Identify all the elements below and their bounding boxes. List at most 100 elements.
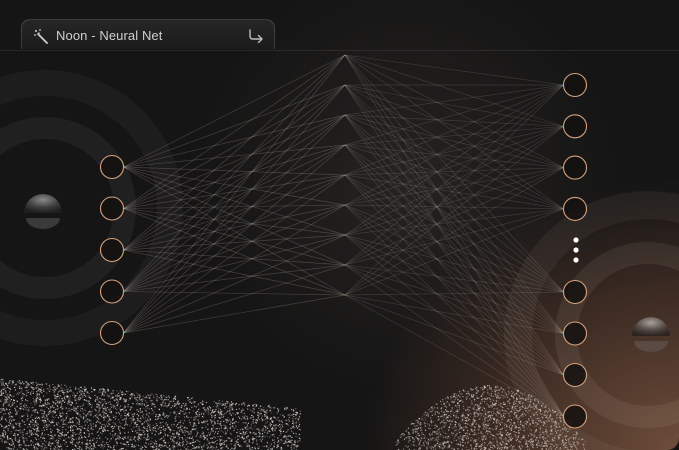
share-arrow-icon[interactable] [248,29,264,43]
connection-line [344,144,564,168]
connection-line [344,114,564,210]
connection-line [344,54,564,376]
connection-line [344,54,564,417]
input-node [99,279,125,304]
connection-line [344,144,564,417]
connection-line [123,54,346,251]
connection-line [344,84,564,116]
connection-line [123,54,346,168]
connection-line [344,294,564,376]
connection-line [123,54,346,209]
magic-wand-icon [34,29,48,44]
connection-line [344,174,564,376]
connection-line [123,264,346,334]
connection-line [344,167,564,176]
connection-line [344,208,564,266]
connection-line [123,264,346,292]
connection-line [344,294,564,334]
connection-line [123,166,346,236]
connection-line [344,167,564,206]
connection-line [123,208,346,296]
connection-line [123,84,346,292]
connection-line [344,54,564,86]
connection-line [123,204,346,251]
connection-line [344,84,564,376]
connection-line [344,126,564,296]
connection-line [123,166,346,206]
connection-line [123,84,346,334]
connection-line [123,294,346,334]
connection-line [123,174,346,251]
window-title: Noon - Neural Net [56,28,163,43]
connection-line [344,114,564,417]
connection-line [344,167,564,236]
grain-texture [0,378,586,450]
network-nodes [99,72,588,429]
connection-line [123,144,346,334]
connection-line [344,54,564,293]
connection-line [344,126,564,266]
connection-line [344,204,564,210]
connection-line [344,174,564,293]
connection-line [123,208,346,236]
connection-line [344,114,564,334]
right-sphere [632,317,670,352]
title-pill[interactable]: Noon - Neural Net [21,19,275,49]
output-node [562,404,588,429]
output-node [562,362,588,388]
connection-line [123,174,346,334]
connection-line [123,54,346,334]
connection-line [344,84,564,127]
connection-line [344,125,564,236]
connection-line [123,166,346,176]
connection-line [344,54,564,334]
output-ellipsis [573,237,579,263]
output-node [562,196,588,221]
input-node [99,237,125,263]
connection-line [344,144,564,334]
connection-line [123,249,346,266]
connection-line [123,204,346,292]
connection-line [344,125,564,176]
connection-line [344,144,564,376]
connection-line [344,114,564,168]
connection-line [123,114,346,168]
connection-line [123,84,346,209]
connection-line [344,204,564,293]
connection-lines [123,54,564,417]
connection-line [123,114,346,251]
connection-line [123,54,346,292]
connection-line [344,54,564,168]
input-node [99,320,125,346]
connection-line [344,204,564,334]
connection-line [123,174,346,209]
connection-line [344,291,564,296]
connection-line [344,84,564,168]
connection-line [344,114,564,127]
connection-line [344,264,564,293]
connection-line [344,264,564,376]
connection-line [344,234,564,293]
left-sphere [24,194,62,229]
connection-line [344,234,564,417]
connection-line [344,84,564,236]
connection-line [123,144,346,251]
connection-line [344,84,564,206]
connection-line [344,174,564,417]
connection-line [344,208,564,296]
connection-line [123,84,346,168]
connection-line [344,264,564,417]
connection-line [344,174,564,334]
connection-line [344,294,564,417]
connection-line [123,144,346,168]
output-node [562,72,588,98]
connection-line [123,166,346,296]
connection-line [123,174,346,292]
connection-line [344,167,564,266]
connection-line [344,84,564,266]
top-bar [0,0,679,51]
input-node [99,154,125,180]
input-node [99,196,125,221]
connection-line [344,204,564,376]
